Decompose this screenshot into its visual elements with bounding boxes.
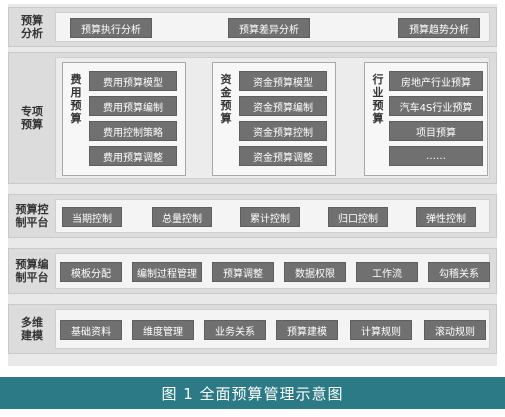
figure-caption: 图 1 全面预算管理示意图: [0, 377, 505, 409]
box-fund-budget-model: 资金预算模型: [239, 71, 327, 91]
box-project-budget: 项目预算: [389, 121, 483, 141]
group-label-fund-budget: 资 金 预 算: [220, 73, 232, 125]
box-data-permission: 数据权限: [284, 262, 346, 282]
box-fund-budget-compile: 资金预算编制: [239, 96, 327, 116]
box-budget-modeling: 预算建模: [276, 320, 338, 340]
row-panel-budget-compile: 模板分配 编制过程管理 预算调整 数据权限 工作流 勾稽关系: [55, 253, 490, 289]
box-expense-control-strategy: 费用控制策略: [89, 121, 177, 141]
box-basic-data: 基础资料: [60, 320, 122, 340]
row-label-budget-control: 预算控 制平台: [15, 203, 49, 229]
row-panel-modeling: 基础资料 维度管理 业务关系 预算建模 计算规则 滚动规则: [55, 309, 490, 349]
box-reconciliation: 勾稽关系: [428, 262, 490, 282]
box-budget-adjustment: 预算调整: [212, 262, 274, 282]
box-budget-variance-analysis: 预算差异分析: [228, 18, 310, 38]
group-label-industry-budget: 行 业 预 算: [372, 73, 384, 125]
row-label-modeling: 多维 建模: [21, 316, 43, 342]
row-special-budget: 专项 预算 费 用 预 算 费用预算模型 费用预算编制 费用控制策略 费用预算调…: [8, 52, 497, 184]
box-auto-4s-budget: 汽车4S行业预算: [389, 96, 483, 116]
box-expense-budget-adjust: 费用预算调整: [89, 146, 177, 166]
box-calculation-rules: 计算规则: [350, 320, 412, 340]
box-total-control: 总量控制: [152, 207, 212, 227]
row-label-budget-analysis: 预算 分析: [21, 14, 43, 40]
diagram-frame: 预算 分析 预算执行分析 预算差异分析 预算趋势分析 专项 预算 费 用 预 算…: [8, 4, 497, 366]
box-expense-budget-model: 费用预算模型: [89, 71, 177, 91]
box-centralized-control: 归口控制: [328, 207, 388, 227]
box-compile-process-mgmt: 编制过程管理: [132, 262, 202, 282]
box-fund-budget-adjust: 资金预算调整: [239, 146, 327, 166]
box-fund-budget-control: 资金预算控制: [239, 121, 327, 141]
row-label-budget-compile: 预算编 制平台: [15, 258, 49, 284]
group-label-expense-budget: 费 用 预 算: [70, 73, 82, 125]
row-label-special-budget: 专项 预算: [21, 105, 43, 131]
box-business-relation: 业务关系: [204, 320, 266, 340]
group-expense-budget: 费 用 预 算 费用预算模型 费用预算编制 费用控制策略 费用预算调整: [62, 62, 186, 176]
group-industry-budget: 行 业 预 算 房地产行业预算 汽车4S行业预算 项目预算 ……: [364, 62, 488, 176]
row-budget-control-platform: 预算控 制平台 当期控制 总量控制 累计控制 归口控制 弹性控制: [8, 194, 497, 238]
box-dimension-mgmt: 维度管理: [132, 320, 194, 340]
row-panel-budget-analysis: 预算执行分析 预算差异分析 预算趋势分析: [55, 12, 490, 42]
box-expense-budget-compile: 费用预算编制: [89, 96, 177, 116]
row-panel-budget-control: 当期控制 总量控制 累计控制 归口控制 弹性控制: [55, 199, 490, 233]
row-multidimensional-modeling: 多维 建模 基础资料 维度管理 业务关系 预算建模 计算规则 滚动规则: [8, 304, 497, 354]
box-budget-trend-analysis: 预算趋势分析: [398, 18, 480, 38]
box-period-control: 当期控制: [62, 207, 122, 227]
box-more-ellipsis: ……: [389, 146, 483, 166]
box-flexible-control: 弹性控制: [416, 207, 476, 227]
box-template-allocation: 模板分配: [60, 262, 122, 282]
row-budget-compile-platform: 预算编 制平台 模板分配 编制过程管理 预算调整 数据权限 工作流 勾稽关系: [8, 248, 497, 294]
box-cumulative-control: 累计控制: [240, 207, 300, 227]
row-panel-special-budget: 费 用 预 算 费用预算模型 费用预算编制 费用控制策略 费用预算调整 资 金 …: [55, 57, 490, 179]
row-budget-analysis: 预算 分析 预算执行分析 预算差异分析 预算趋势分析: [8, 7, 497, 47]
box-budget-execution-analysis: 预算执行分析: [70, 18, 152, 38]
group-fund-budget: 资 金 预 算 资金预算模型 资金预算编制 资金预算控制 资金预算调整: [212, 62, 336, 176]
box-real-estate-budget: 房地产行业预算: [389, 71, 483, 91]
box-workflow: 工作流: [356, 262, 418, 282]
box-rolling-rules: 滚动规则: [424, 320, 486, 340]
